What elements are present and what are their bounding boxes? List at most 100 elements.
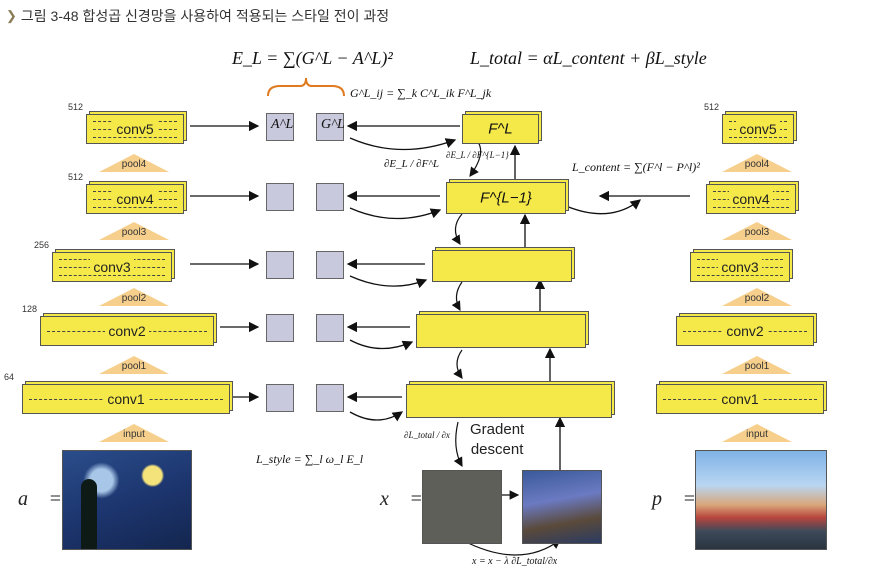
- channel-count: 256: [34, 240, 50, 250]
- photo-image: [695, 450, 827, 550]
- a-vector-label: a⃗ =: [18, 488, 63, 510]
- feature-box: [316, 384, 344, 412]
- layer-label: conv3: [691, 259, 789, 275]
- layer-name: conv5: [113, 121, 157, 137]
- up-triangle-icon: [99, 222, 169, 240]
- pool-label: pool1: [121, 361, 147, 372]
- figure-caption: ❯ 그림 3-48 합성곱 신경망을 사용하여 적용되는 스타일 전이 과정: [6, 6, 389, 26]
- pool-arrow: pool2: [722, 288, 792, 306]
- layer-name: conv3: [90, 259, 134, 275]
- input-label: input: [123, 429, 145, 440]
- starry-night-image: [62, 450, 192, 550]
- layer-name: conv4: [113, 191, 157, 207]
- layer-conv5: conv5: [86, 114, 184, 144]
- layer-name: conv1: [104, 391, 148, 407]
- channel-count: 512: [68, 172, 84, 182]
- ltotal-formula: L_total = αL_content + βL_style: [470, 48, 707, 68]
- cypress-shape: [81, 479, 97, 549]
- layer-conv2: conv2: [40, 316, 214, 346]
- pool-arrow: pool1: [99, 356, 169, 374]
- el-formula: E_L = ∑(G^L − A^L)²: [232, 48, 393, 68]
- pool-label: pool4: [744, 159, 770, 170]
- middle-layer-2: [416, 314, 586, 348]
- middle-layer-1: [406, 384, 612, 418]
- layer-label: conv1: [657, 391, 823, 407]
- g-label: G^L: [321, 117, 345, 132]
- pool-label: pool2: [744, 293, 770, 304]
- feature-box: [316, 183, 344, 211]
- noise-image: [422, 470, 502, 544]
- feature-box: [316, 251, 344, 279]
- pool-arrow: pool3: [722, 222, 792, 240]
- feature-box: [266, 314, 294, 342]
- grad-el-fl1: ∂E_L / ∂F^{L−1}: [446, 150, 509, 160]
- feature-box: [266, 183, 294, 211]
- dash-line: [59, 275, 165, 276]
- chevron-down-icon: ❯: [6, 8, 17, 23]
- update-formula: x = x − λ ∂L_total/∂x: [472, 556, 558, 567]
- grad-ltotal-x: ∂L_total / ∂x: [404, 430, 450, 440]
- gram-formula: G^L_ij = ∑_k C^L_ik F^L_jk: [350, 86, 492, 100]
- layer-conv2: conv2: [676, 316, 814, 346]
- up-triangle-icon: [99, 356, 169, 374]
- layer-label: conv2: [677, 323, 813, 339]
- dash-line: [93, 207, 177, 208]
- up-triangle-icon: [722, 424, 792, 442]
- pool-arrow: pool4: [99, 154, 169, 172]
- layer-conv3: conv3: [690, 252, 790, 282]
- dash-line: [697, 275, 783, 276]
- caption-text: 그림 3-48 합성곱 신경망을 사용하여 적용되는 스타일 전이 과정: [20, 8, 390, 24]
- feature-box: [266, 384, 294, 412]
- middle-layer-3: [432, 250, 572, 282]
- channel-count: 128: [22, 304, 38, 314]
- layer-name: conv1: [718, 391, 762, 407]
- layer-name: conv2: [105, 323, 149, 339]
- layer-name: conv3: [718, 259, 762, 275]
- pool-label: pool1: [744, 361, 770, 372]
- layer-name: conv5: [736, 121, 780, 137]
- dash-line: [729, 137, 787, 138]
- up-triangle-icon: [99, 154, 169, 172]
- layer-conv3: conv3: [52, 252, 172, 282]
- layer-label: conv2: [41, 323, 213, 339]
- pool-arrow: pool4: [722, 154, 792, 172]
- layer-label: conv4: [707, 191, 795, 207]
- pool-label: pool2: [121, 293, 147, 304]
- fl1-label: F^{L−1}: [480, 189, 532, 207]
- layer-conv1: conv1: [22, 384, 230, 414]
- layer-conv5: conv5: [722, 114, 794, 144]
- up-triangle-icon: [722, 222, 792, 240]
- pool-arrow: pool1: [722, 356, 792, 374]
- layer-label: conv5: [87, 121, 183, 137]
- dash-line: [713, 207, 789, 208]
- layer-label: conv1: [23, 391, 229, 407]
- channel-count: 64: [4, 372, 15, 382]
- a-label: A^L: [271, 117, 294, 132]
- input-arrow: input: [722, 424, 792, 442]
- feature-box: [316, 314, 344, 342]
- channel-count: 512: [704, 102, 720, 112]
- layer-conv4: conv4: [706, 184, 796, 214]
- layer-conv1: conv1: [656, 384, 824, 414]
- p-vector-label: p⃗ =: [652, 488, 697, 510]
- fl-label: F^L: [488, 120, 513, 138]
- layer-label: conv3: [53, 259, 171, 275]
- feature-box-a: A^L: [266, 113, 294, 141]
- pool-label: pool4: [121, 159, 147, 170]
- descent-word: descent: [470, 441, 524, 458]
- gradient-word: Gradent: [470, 421, 525, 438]
- pool-label: pool3: [744, 227, 770, 238]
- layer-name: conv2: [723, 323, 767, 339]
- lcontent-formula: L_content = ∑(F^l − P^l)²: [572, 160, 700, 174]
- layer-name: conv4: [729, 191, 773, 207]
- layer-conv4: conv4: [86, 184, 184, 214]
- x-vector-label: x⃗ =: [380, 488, 423, 510]
- feature-box-g: G^L: [316, 113, 345, 141]
- channel-count: 512: [68, 102, 84, 112]
- dash-line: [93, 137, 177, 138]
- pool-arrow: pool2: [99, 288, 169, 306]
- up-triangle-icon: [99, 288, 169, 306]
- up-triangle-icon: [722, 356, 792, 374]
- grad-el-fl: ∂E_L / ∂F^L: [384, 158, 440, 170]
